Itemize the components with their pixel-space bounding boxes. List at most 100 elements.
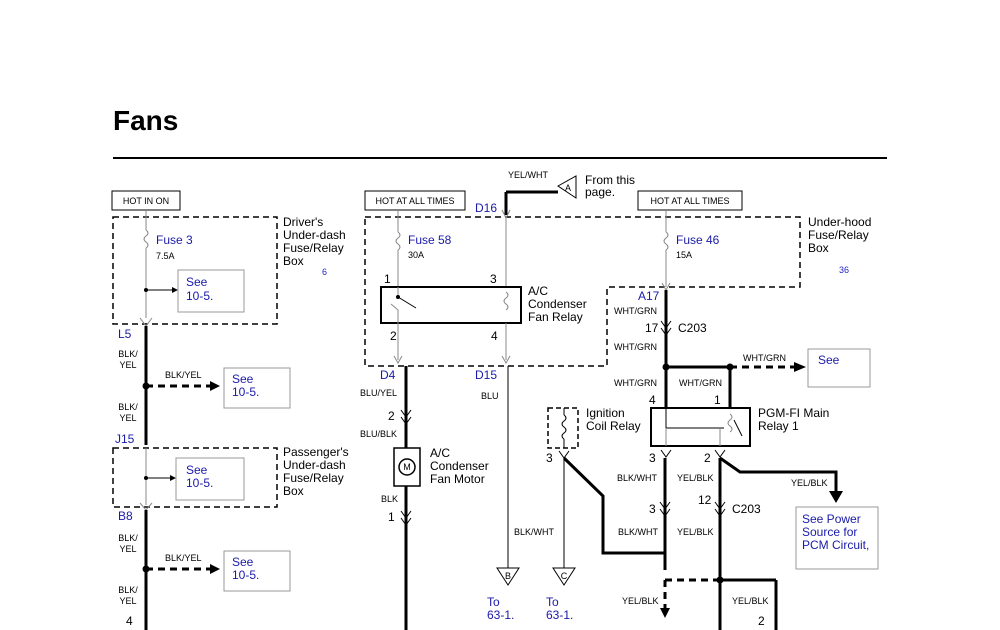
svg-text:10-5.: 10-5. bbox=[232, 385, 259, 399]
connector-L5: L5 bbox=[118, 327, 132, 341]
fuse-3-amps: 7.5A bbox=[156, 251, 175, 261]
ac-motor-label: A/C Condenser Fan Motor bbox=[430, 446, 489, 486]
svg-text:12: 12 bbox=[698, 493, 712, 507]
svg-text:To: To bbox=[546, 595, 559, 609]
driver-box-label: Driver's Under-dash Fuse/Relay Box bbox=[283, 215, 346, 268]
see-ref-4[interactable]: See 10-5. bbox=[223, 550, 291, 592]
svg-text:Box: Box bbox=[283, 254, 304, 268]
offpage-A bbox=[557, 175, 577, 199]
svg-text:BLK/WHT: BLK/WHT bbox=[618, 527, 659, 537]
svg-text:BLK/WHT: BLK/WHT bbox=[617, 473, 658, 483]
connector-A17: A17 bbox=[638, 289, 660, 303]
svg-text:page.: page. bbox=[585, 185, 615, 199]
connector-D16: D16 bbox=[475, 201, 497, 215]
fuse-58-amps: 30A bbox=[408, 250, 424, 260]
fuse-46-amps: 15A bbox=[676, 250, 692, 260]
svg-text:BLU: BLU bbox=[481, 391, 499, 401]
svg-text:See: See bbox=[186, 275, 208, 289]
svg-text:BLU/BLK: BLU/BLK bbox=[360, 429, 397, 439]
svg-text:WHT/GRN: WHT/GRN bbox=[743, 353, 786, 363]
svg-text:Fan Motor: Fan Motor bbox=[430, 472, 485, 486]
svg-text:3: 3 bbox=[546, 451, 553, 465]
svg-text:2: 2 bbox=[758, 614, 765, 628]
connector-C203-top: C203 bbox=[678, 321, 707, 335]
svg-text:BLK/: BLK/ bbox=[118, 402, 138, 412]
svg-text:2: 2 bbox=[390, 329, 397, 343]
svg-text:Fuse/Relay: Fuse/Relay bbox=[808, 228, 869, 242]
svg-text:10-5.: 10-5. bbox=[186, 476, 213, 490]
svg-text:C: C bbox=[561, 571, 568, 581]
ac-relay-label: A/C Condenser Fan Relay bbox=[528, 284, 587, 324]
see-ref-2[interactable]: See 10-5. bbox=[223, 367, 291, 409]
see-ref-1[interactable]: See 10-5. bbox=[177, 269, 245, 313]
svg-text:Ignition: Ignition bbox=[586, 406, 625, 420]
see-pcm-ref[interactable]: See Power Source for PCM Circuit, bbox=[795, 506, 879, 570]
svg-text:Driver's: Driver's bbox=[283, 215, 323, 229]
svg-text:YEL/BLK: YEL/BLK bbox=[677, 527, 714, 537]
svg-text:See Power: See Power bbox=[802, 512, 861, 526]
svg-text:Under-dash: Under-dash bbox=[283, 228, 346, 242]
svg-text:YEL/BLK: YEL/BLK bbox=[732, 596, 769, 606]
svg-text:BLK/YEL: BLK/YEL bbox=[165, 370, 202, 380]
underhood-box-ref: 36 bbox=[839, 265, 849, 275]
svg-text:See: See bbox=[232, 372, 254, 386]
svg-text:3: 3 bbox=[649, 451, 656, 465]
svg-text:See: See bbox=[186, 463, 208, 477]
see-ref-5[interactable]: See bbox=[807, 348, 871, 388]
svg-text:BLK/YEL: BLK/YEL bbox=[165, 553, 202, 563]
svg-text:YEL/WHT: YEL/WHT bbox=[508, 170, 549, 180]
pgm-relay-label: PGM-FI Main Relay 1 bbox=[758, 406, 829, 433]
svg-text:HOT IN ON: HOT IN ON bbox=[123, 196, 169, 206]
svg-text:1: 1 bbox=[388, 510, 395, 524]
svg-text:Source for: Source for bbox=[802, 525, 857, 539]
svg-text:Box: Box bbox=[283, 484, 304, 498]
svg-text:17: 17 bbox=[645, 321, 659, 335]
svg-text:10-5.: 10-5. bbox=[232, 568, 259, 582]
passenger-box-label: Passenger's Under-dash Fuse/Relay Box bbox=[283, 445, 349, 498]
svg-text:3: 3 bbox=[649, 502, 656, 516]
connector-D15: D15 bbox=[475, 368, 497, 382]
svg-text:A/C: A/C bbox=[430, 446, 450, 460]
offpage-C bbox=[552, 567, 576, 586]
svg-text:Fuse/Relay: Fuse/Relay bbox=[283, 241, 344, 255]
see-ref-3[interactable]: See 10-5. bbox=[175, 457, 245, 501]
svg-text:WHT/GRN: WHT/GRN bbox=[614, 378, 657, 388]
svg-text:Fan Relay: Fan Relay bbox=[528, 310, 583, 324]
fuse-3-label: Fuse 3 bbox=[156, 233, 193, 247]
svg-text:BLK/: BLK/ bbox=[118, 585, 138, 595]
driver-box-ref: 6 bbox=[322, 267, 327, 277]
svg-text:4: 4 bbox=[491, 329, 498, 343]
svg-text:4: 4 bbox=[649, 393, 656, 407]
svg-text:Coil Relay: Coil Relay bbox=[586, 419, 641, 433]
svg-text:PGM-FI Main: PGM-FI Main bbox=[758, 406, 829, 420]
svg-text:2: 2 bbox=[388, 409, 395, 423]
svg-text:2: 2 bbox=[704, 451, 711, 465]
svg-text:63-1.: 63-1. bbox=[487, 608, 514, 622]
svg-text:1: 1 bbox=[384, 272, 391, 286]
svg-text:To: To bbox=[487, 595, 500, 609]
svg-text:WHT/GRN: WHT/GRN bbox=[614, 342, 657, 352]
svg-text:YEL/BLK: YEL/BLK bbox=[677, 473, 714, 483]
svg-text:A/C: A/C bbox=[528, 284, 548, 298]
svg-text:10-5.: 10-5. bbox=[186, 289, 213, 303]
connector-C203-bottom: C203 bbox=[732, 502, 761, 516]
svg-text:BLK/: BLK/ bbox=[118, 349, 138, 359]
connector-B8: B8 bbox=[118, 509, 133, 523]
fuse-46-label: Fuse 46 bbox=[676, 233, 720, 247]
svg-text:Relay 1: Relay 1 bbox=[758, 419, 799, 433]
svg-text:B: B bbox=[505, 571, 511, 581]
svg-text:3: 3 bbox=[490, 272, 497, 286]
svg-text:BLK/: BLK/ bbox=[118, 533, 138, 543]
svg-text:See: See bbox=[818, 353, 840, 367]
connector-D4: D4 bbox=[380, 368, 396, 382]
svg-text:YEL: YEL bbox=[119, 544, 136, 554]
underhood-fuse-box bbox=[364, 216, 801, 367]
fuse-58-label: Fuse 58 bbox=[408, 233, 452, 247]
svg-text:M: M bbox=[403, 462, 411, 472]
hot-label-right: HOT AT ALL TIMES bbox=[637, 190, 743, 211]
svg-text:1: 1 bbox=[714, 393, 721, 407]
offpage-B bbox=[496, 567, 520, 586]
svg-text:A: A bbox=[565, 183, 571, 193]
svg-text:63-1.: 63-1. bbox=[546, 608, 573, 622]
